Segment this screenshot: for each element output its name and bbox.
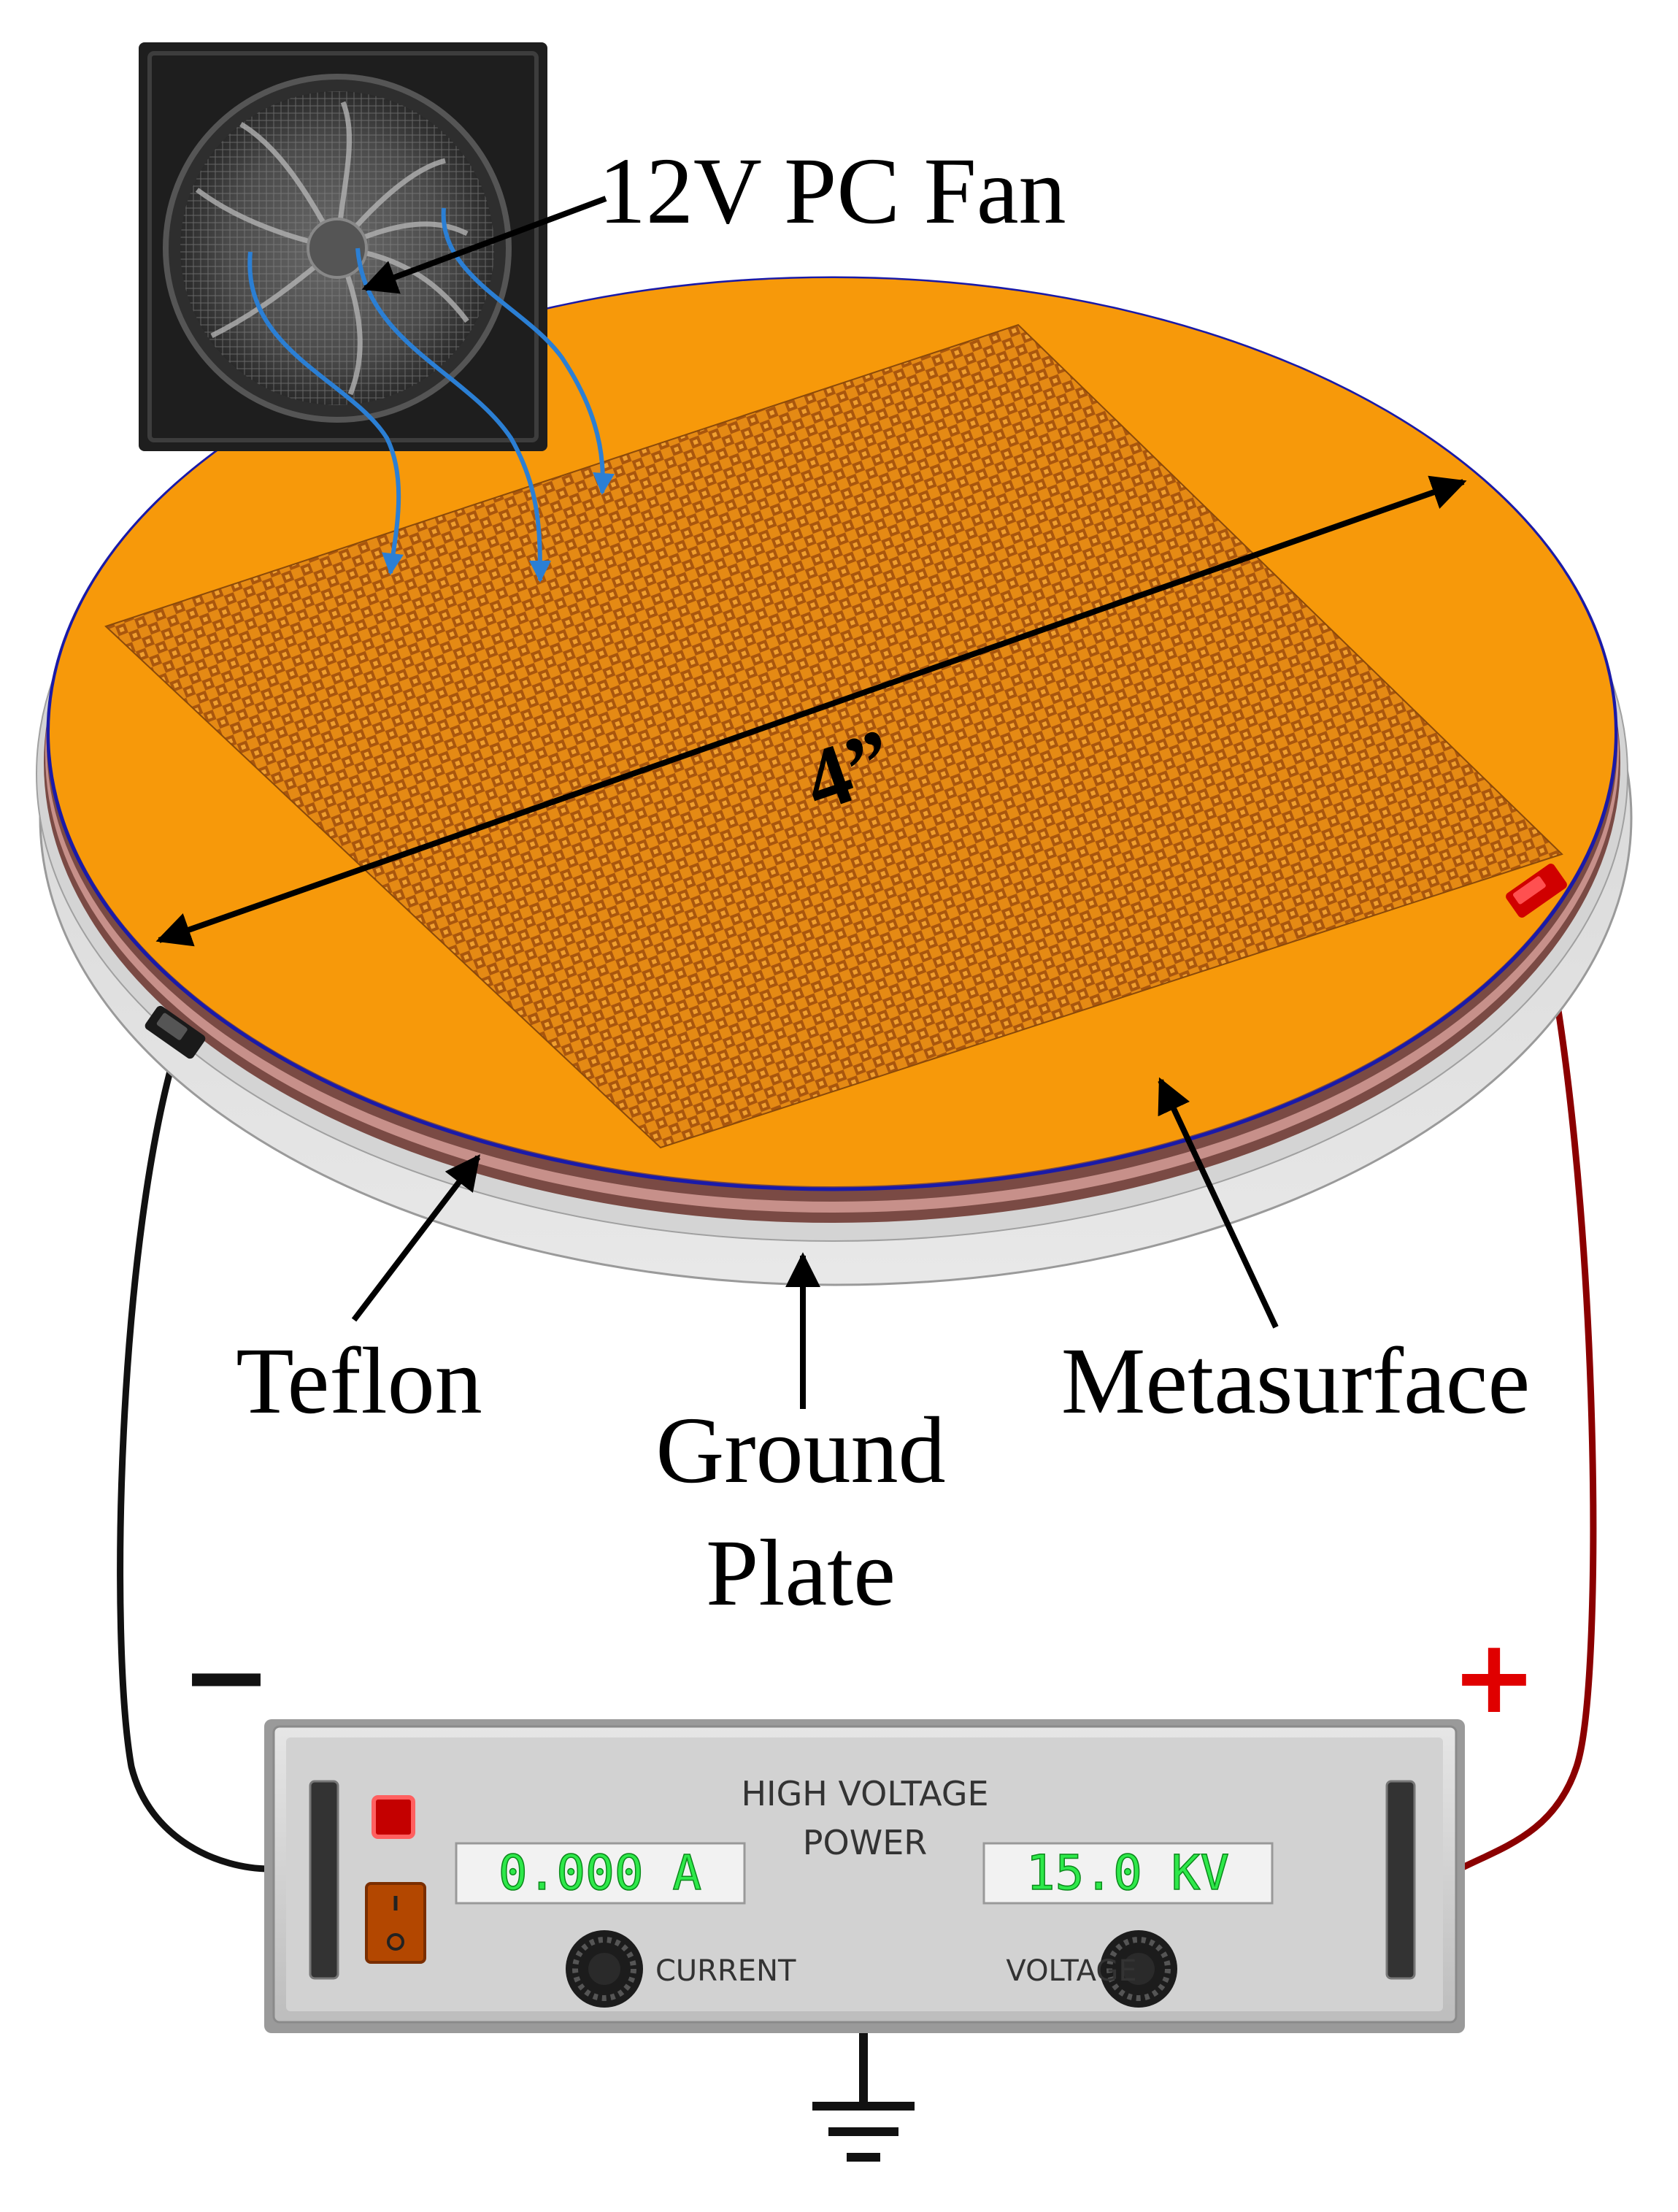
current-knob[interactable] xyxy=(566,1930,643,2008)
right-handle xyxy=(1385,1780,1416,1980)
positive-wire xyxy=(1458,911,1597,1873)
diameter-arrow xyxy=(155,475,1467,947)
ground-plate-label-line2: Plate xyxy=(706,1521,896,1626)
pc-fan-icon xyxy=(139,42,547,451)
power-supply-title-line1: HIGH VOLTAGE xyxy=(741,1774,988,1813)
voltage-knob[interactable] xyxy=(1100,1930,1177,2008)
metasurface-pointer-arrow xyxy=(1158,1077,1279,1329)
current-display-frame xyxy=(455,1842,746,1905)
fan-label: 12V PC Fan xyxy=(599,139,1066,244)
negative-connector xyxy=(145,1005,206,1059)
airflow-arrow-3 xyxy=(441,207,615,495)
positive-connector xyxy=(1506,864,1567,918)
power-led-icon xyxy=(372,1795,415,1839)
negative-sign: − xyxy=(180,1613,272,1740)
airflow-arrow-2 xyxy=(355,247,551,583)
voltage-display-frame xyxy=(982,1842,1274,1905)
high-voltage-power-supply: HIGH VOLTAGE POWER 0.000 A 15.0 KV CURRE… xyxy=(264,1719,1465,2033)
negative-wire xyxy=(117,1039,271,1873)
current-knob-label: CURRENT xyxy=(655,1954,796,1988)
ground-plate-label-line1: Ground xyxy=(655,1398,945,1503)
airflow-arrow-1 xyxy=(247,251,404,575)
power-switch-icon[interactable] xyxy=(365,1882,426,1964)
airflow-arrows xyxy=(247,207,615,583)
voltage-knob-label: VOLTAGE xyxy=(1006,1954,1136,1988)
metasurface-label: Metasurface xyxy=(1061,1329,1530,1434)
ground-symbol-icon xyxy=(812,2033,915,2162)
teflon-pointer-arrow xyxy=(351,1154,481,1322)
teflon-label: Teflon xyxy=(236,1329,482,1434)
positive-sign: + xyxy=(1451,1618,1536,1737)
power-supply-title-line2: POWER xyxy=(803,1823,927,1862)
left-handle xyxy=(309,1780,339,1980)
current-display: 0.000 A xyxy=(499,1845,701,1901)
voltage-display: 15.0 KV xyxy=(1026,1845,1229,1901)
fan-pointer-arrow xyxy=(361,196,607,294)
